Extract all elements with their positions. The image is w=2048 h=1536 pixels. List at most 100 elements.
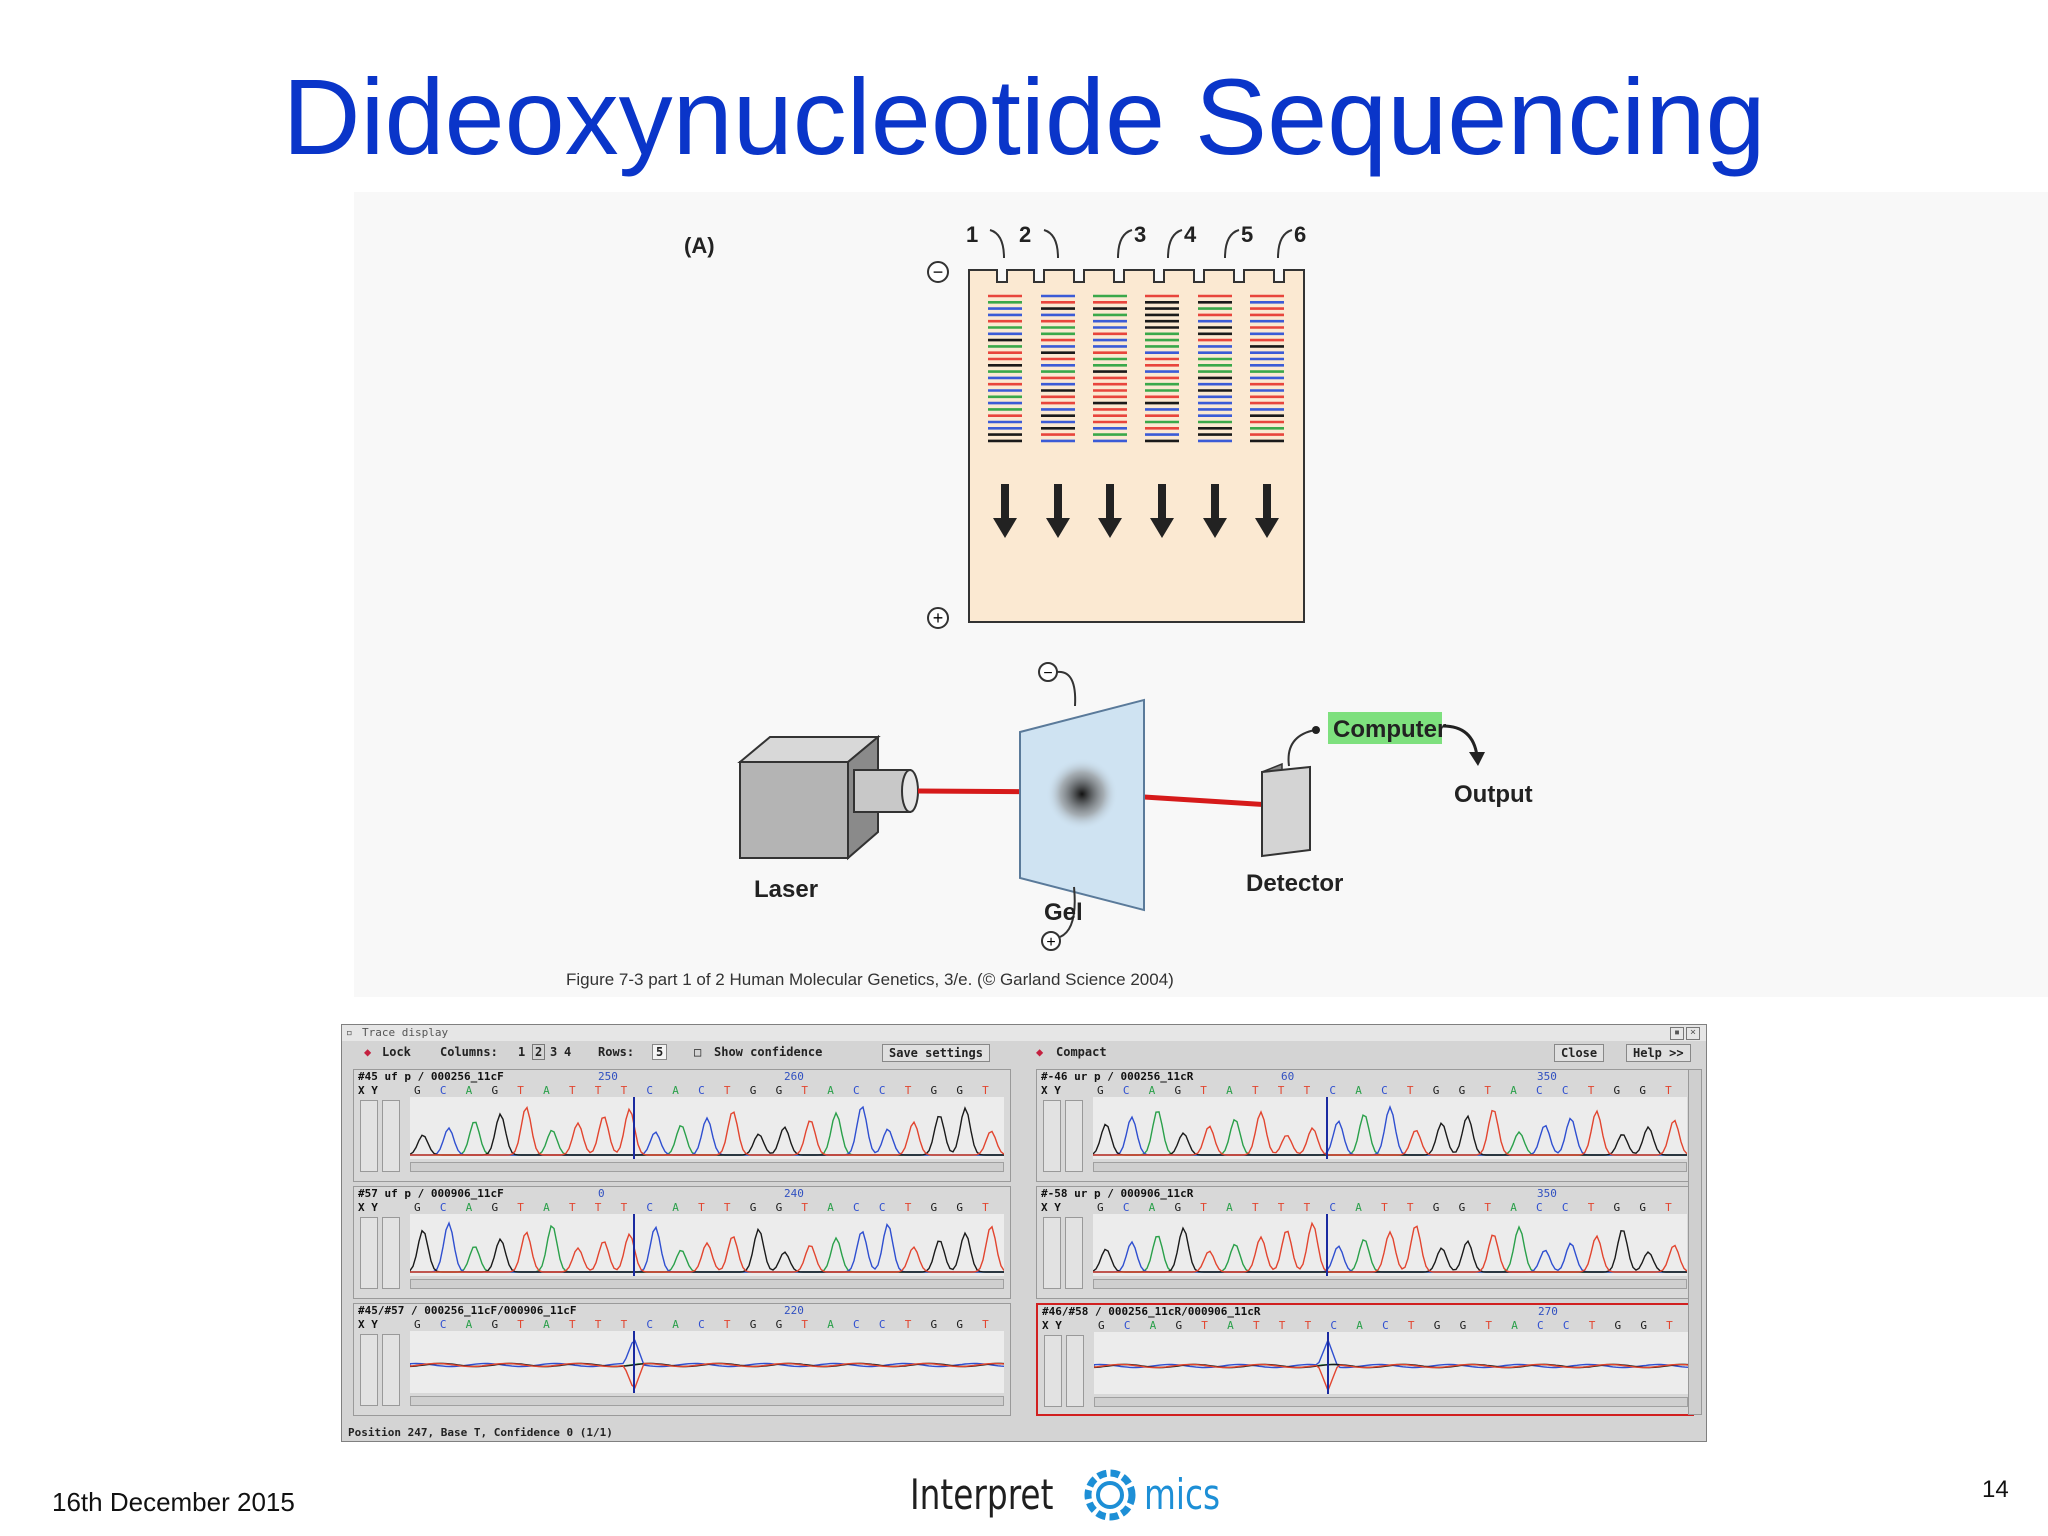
columns-option-4[interactable]: 4 xyxy=(564,1045,572,1059)
base-call: G xyxy=(1174,1084,1182,1097)
down-arrow-icon xyxy=(993,484,1017,538)
base-call: G xyxy=(1640,1319,1647,1332)
base-call: T xyxy=(1484,1201,1492,1214)
close-window-icon[interactable]: × xyxy=(1686,1027,1700,1040)
chromatogram-plot[interactable] xyxy=(1092,1097,1688,1159)
trace-panel-title: #57 uf p / 000906_11cF xyxy=(358,1187,504,1200)
base-call: C xyxy=(1537,1319,1544,1332)
chromatogram-plot[interactable] xyxy=(409,1331,1005,1393)
base-call: C xyxy=(1330,1319,1338,1332)
base-call: C xyxy=(1536,1084,1543,1097)
base-call: T xyxy=(1277,1084,1285,1097)
lane-number: 4 xyxy=(1184,222,1197,247)
base-call: G xyxy=(491,1318,499,1331)
trace-xy-toggles[interactable]: X Y xyxy=(1041,1084,1061,1097)
trace-scrollbar[interactable] xyxy=(1093,1162,1687,1172)
base-call: G xyxy=(930,1318,938,1331)
trace-xy-toggles[interactable]: X Y xyxy=(1042,1319,1062,1332)
trace-scrollbar[interactable] xyxy=(410,1162,1004,1172)
trace-scrollbar[interactable] xyxy=(410,1396,1004,1406)
trace-position-label: 250 xyxy=(598,1070,618,1083)
trace-zoom-sliders[interactable] xyxy=(360,1217,402,1292)
base-call: G xyxy=(775,1201,783,1214)
trace-position-label: 350 xyxy=(1537,1070,1557,1083)
show-confidence-checkbox[interactable]: □ xyxy=(694,1045,702,1059)
base-call: T xyxy=(568,1201,576,1214)
trace-panel[interactable]: #46/#58 / 000256_11cR/000906_11cR 270 X … xyxy=(1036,1303,1694,1416)
base-call: A xyxy=(672,1201,679,1214)
trace-toolbar: ◆ Lock Columns: 1 2 3 4 Rows: 5 □ Show c… xyxy=(342,1042,1706,1062)
trace-scrollbar[interactable] xyxy=(1093,1279,1687,1289)
base-call: T xyxy=(1200,1084,1207,1097)
close-button[interactable]: Close xyxy=(1554,1044,1605,1062)
trace-scrollbar[interactable] xyxy=(410,1279,1004,1289)
trace-panel[interactable]: #45/#57 / 000256_11cF/000906_11cF 220 X … xyxy=(353,1303,1011,1416)
logo-wordmark-left: Interpret xyxy=(910,1470,1054,1519)
chromatogram-plot[interactable] xyxy=(1093,1332,1689,1394)
base-call: A xyxy=(1355,1201,1362,1214)
base-call: C xyxy=(646,1201,654,1214)
chromatogram-svg xyxy=(1092,1214,1688,1276)
base-call: T xyxy=(1406,1084,1414,1097)
base-call: T xyxy=(517,1084,524,1097)
vertical-scrollbar[interactable] xyxy=(1688,1069,1702,1415)
lock-toggle[interactable]: Lock xyxy=(382,1045,411,1059)
base-call: A xyxy=(543,1201,550,1214)
window-menu-icon[interactable]: ▫ xyxy=(346,1026,353,1039)
trace-xy-toggles[interactable]: X Y xyxy=(358,1318,378,1331)
chromatogram-plot[interactable] xyxy=(409,1214,1005,1276)
lock-flag-icon: ◆ xyxy=(364,1045,372,1059)
base-call: C xyxy=(439,1201,447,1214)
base-call: C xyxy=(1382,1319,1389,1332)
computer-label: Computer xyxy=(1333,716,1446,743)
rows-input[interactable]: 5 xyxy=(652,1044,668,1060)
columns-option-1[interactable]: 1 xyxy=(518,1045,526,1059)
chromatogram-plot[interactable] xyxy=(409,1097,1005,1159)
save-settings-button[interactable]: Save settings xyxy=(882,1044,990,1062)
trace-position-label: 260 xyxy=(784,1070,804,1083)
trace-T-line xyxy=(1093,1221,1688,1273)
columns-option-2[interactable]: 2 xyxy=(532,1044,546,1060)
base-call: T xyxy=(1303,1201,1311,1214)
base-call: T xyxy=(1484,1084,1492,1097)
gel-plate-minus: − xyxy=(1038,662,1077,707)
detector-label: Detector xyxy=(1246,870,1343,897)
trace-xy-toggles[interactable]: X Y xyxy=(1041,1201,1061,1214)
base-call: T xyxy=(620,1201,628,1214)
base-call: G xyxy=(1432,1201,1440,1214)
window-title: Trace display xyxy=(362,1026,449,1039)
trace-zoom-sliders[interactable] xyxy=(360,1334,402,1409)
chromatogram-plot[interactable] xyxy=(1092,1214,1688,1276)
trace-scrollbar[interactable] xyxy=(1094,1397,1688,1407)
trace-zoom-sliders[interactable] xyxy=(1043,1217,1085,1292)
trace-xy-toggles[interactable]: X Y xyxy=(358,1084,378,1097)
trace-zoom-sliders[interactable] xyxy=(1044,1335,1086,1410)
trace-zoom-sliders[interactable] xyxy=(1043,1100,1085,1175)
base-call: A xyxy=(1148,1201,1156,1214)
columns-option-3[interactable]: 3 xyxy=(550,1045,558,1059)
trace-xy-toggles[interactable]: X Y xyxy=(358,1201,378,1214)
down-arrow-icon xyxy=(1046,484,1070,538)
base-call: T xyxy=(723,1201,731,1214)
minimize-icon[interactable]: ▪ xyxy=(1670,1027,1684,1040)
base-call: T xyxy=(1251,1084,1259,1097)
base-call: C xyxy=(698,1318,705,1331)
trace-position-label: 270 xyxy=(1538,1305,1558,1318)
help-button[interactable]: Help >> xyxy=(1626,1044,1691,1062)
base-call: T xyxy=(1587,1084,1595,1097)
trace-position-label: 220 xyxy=(784,1304,804,1317)
base-call: A xyxy=(1510,1201,1517,1214)
base-call: C xyxy=(698,1084,705,1097)
trace-zoom-sliders[interactable] xyxy=(360,1100,402,1175)
base-call: C xyxy=(878,1201,886,1214)
base-call: G xyxy=(414,1084,421,1097)
compact-toggle[interactable]: Compact xyxy=(1056,1045,1107,1059)
base-call: C xyxy=(439,1084,447,1097)
base-call: T xyxy=(1665,1084,1672,1097)
base-call: T xyxy=(982,1318,989,1331)
